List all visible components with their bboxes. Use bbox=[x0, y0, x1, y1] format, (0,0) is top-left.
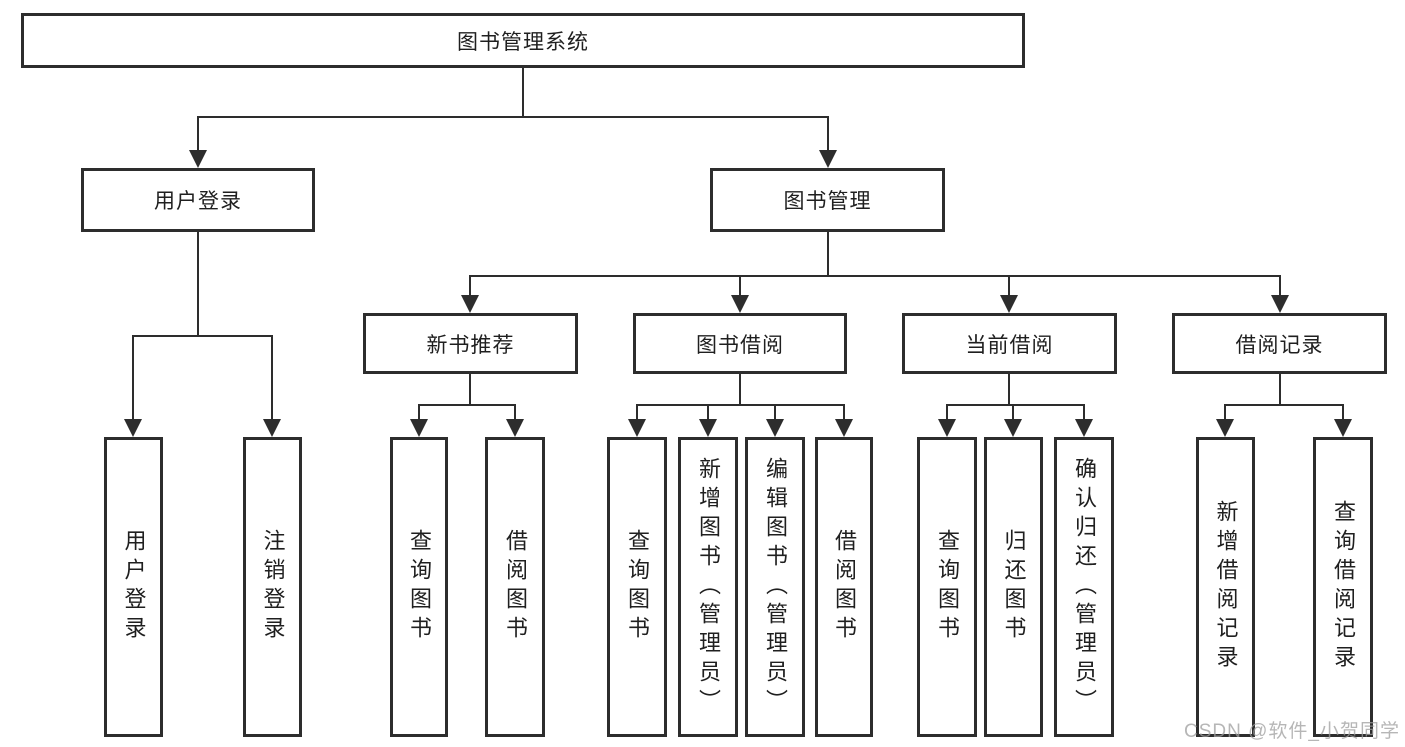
arrowhead-leaf-query-record bbox=[1334, 419, 1352, 437]
connector-to-current-borrow bbox=[1008, 275, 1010, 297]
node-borrow-records: 借阅记录 bbox=[1172, 313, 1387, 374]
arrowhead-borrow-records bbox=[1271, 295, 1289, 313]
arrowhead-leaf-edit-book bbox=[766, 419, 784, 437]
arrowhead-leaf-confirm-return bbox=[1075, 419, 1093, 437]
leaf-edit-book-admin: 编辑图书（管理员） bbox=[745, 437, 805, 737]
connector-to-user-login bbox=[197, 116, 199, 152]
node-book-borrow-label: 图书借阅 bbox=[696, 333, 784, 357]
node-new-book-recommend-label: 新书推荐 bbox=[426, 333, 515, 357]
leaf-query-books-borrow: 查询图书 bbox=[607, 437, 667, 737]
node-user-login-label: 用户登录 bbox=[154, 190, 242, 213]
leaf-query-borrow-record-label: 查询借阅记录 bbox=[1331, 500, 1356, 674]
connector-newbook-rail bbox=[418, 404, 516, 406]
arrowhead-leaf-logout bbox=[263, 419, 281, 437]
node-borrow-records-label: 借阅记录 bbox=[1235, 333, 1324, 357]
arrowhead-book-borrow bbox=[731, 295, 749, 313]
connector-user-login-stub bbox=[197, 232, 199, 337]
arrowhead-book-management bbox=[819, 150, 837, 168]
leaf-query-borrow-record: 查询借阅记录 bbox=[1313, 437, 1373, 737]
leaf-return-books-label: 归还图书 bbox=[1001, 529, 1027, 645]
connector-to-leaf-add-book bbox=[707, 404, 709, 421]
leaf-borrow-books-borrow-label: 借阅图书 bbox=[832, 529, 857, 645]
leaf-edit-book-admin-label: 编辑图书（管理员） bbox=[763, 456, 788, 718]
node-current-borrow: 当前借阅 bbox=[902, 313, 1117, 374]
arrowhead-leaf-query-newbook bbox=[410, 419, 428, 437]
node-new-book-recommend: 新书推荐 bbox=[363, 313, 578, 374]
leaf-borrow-books-newbook-label: 借阅图书 bbox=[503, 529, 528, 645]
leaf-query-books-newbook: 查询图书 bbox=[390, 437, 448, 737]
leaf-add-book-admin-label: 新增图书（管理员） bbox=[696, 456, 721, 718]
connector-to-leaf-user-login bbox=[132, 335, 134, 421]
connector-level3-rail bbox=[469, 275, 1281, 277]
connector-to-book-borrow bbox=[739, 275, 741, 297]
connector-user-rail bbox=[132, 335, 273, 337]
connector-book-borrow-stub bbox=[739, 374, 741, 406]
arrowhead-current-borrow bbox=[1000, 295, 1018, 313]
watermark: CSDN @软件_小贺同学 bbox=[1184, 721, 1400, 742]
connector-to-leaf-query-newbook bbox=[418, 404, 420, 421]
connector-book-management-stub bbox=[827, 232, 829, 277]
node-book-borrow: 图书借阅 bbox=[633, 313, 847, 374]
connector-to-new-book-recommend bbox=[469, 275, 471, 297]
connector-to-leaf-query-record bbox=[1342, 404, 1344, 421]
node-user-login: 用户登录 bbox=[81, 168, 315, 232]
arrowhead-leaf-borrow-book bbox=[835, 419, 853, 437]
arrowhead-leaf-user-login bbox=[124, 419, 142, 437]
node-root-label: 图书管理系统 bbox=[457, 30, 589, 54]
leaf-query-books-borrow-label: 查询图书 bbox=[625, 529, 650, 645]
leaf-confirm-return-admin: 确认归还（管理员） bbox=[1054, 437, 1114, 737]
connector-to-leaf-query-current bbox=[946, 404, 948, 421]
leaf-user-login: 用户登录 bbox=[104, 437, 163, 737]
leaf-add-borrow-record-label: 新增借阅记录 bbox=[1213, 500, 1239, 674]
connector-to-leaf-add-record bbox=[1224, 404, 1226, 421]
leaf-confirm-return-admin-label: 确认归还（管理员） bbox=[1072, 456, 1097, 718]
connector-to-leaf-query-borrow bbox=[636, 404, 638, 421]
leaf-query-books-current: 查询图书 bbox=[917, 437, 977, 737]
leaf-borrow-books-newbook: 借阅图书 bbox=[485, 437, 545, 737]
node-root: 图书管理系统 bbox=[21, 13, 1025, 68]
arrowhead-user-login bbox=[189, 150, 207, 168]
leaf-add-book-admin: 新增图书（管理员） bbox=[678, 437, 738, 737]
node-current-borrow-label: 当前借阅 bbox=[965, 333, 1054, 357]
leaf-user-login-label: 用户登录 bbox=[121, 529, 147, 645]
connector-current-borrow-stub bbox=[1008, 374, 1010, 406]
leaf-query-books-newbook-label: 查询图书 bbox=[407, 529, 432, 645]
connector-to-leaf-borrow-newbook bbox=[514, 404, 516, 421]
connector-current-rail bbox=[946, 404, 1085, 406]
leaf-query-books-current-label: 查询图书 bbox=[935, 529, 960, 645]
connector-new-book-stub bbox=[469, 374, 471, 406]
connector-root-stub bbox=[522, 68, 524, 118]
arrowhead-leaf-borrow-newbook bbox=[506, 419, 524, 437]
arrowhead-leaf-add-book bbox=[699, 419, 717, 437]
leaf-logout-label: 注销登录 bbox=[260, 529, 286, 645]
connector-to-leaf-confirm-return bbox=[1083, 404, 1085, 421]
node-book-management-label: 图书管理 bbox=[783, 190, 872, 213]
leaf-return-books: 归还图书 bbox=[984, 437, 1043, 737]
connector-to-leaf-return-books bbox=[1012, 404, 1014, 421]
arrowhead-leaf-query-borrow bbox=[628, 419, 646, 437]
leaf-logout: 注销登录 bbox=[243, 437, 302, 737]
connector-to-borrow-records bbox=[1279, 275, 1281, 297]
node-book-management: 图书管理 bbox=[710, 168, 945, 232]
arrowhead-leaf-return-books bbox=[1004, 419, 1022, 437]
arrowhead-new-book-recommend bbox=[461, 295, 479, 313]
connector-level2-rail bbox=[197, 116, 829, 118]
connector-borrow-records-stub bbox=[1279, 374, 1281, 406]
arrowhead-leaf-add-record bbox=[1216, 419, 1234, 437]
connector-to-leaf-logout bbox=[271, 335, 273, 421]
leaf-add-borrow-record: 新增借阅记录 bbox=[1196, 437, 1255, 737]
leaf-borrow-books-borrow: 借阅图书 bbox=[815, 437, 873, 737]
connector-records-rail bbox=[1224, 404, 1344, 406]
connector-to-book-management bbox=[827, 116, 829, 152]
connector-borrow-rail bbox=[636, 404, 845, 406]
connector-to-leaf-borrow-book bbox=[843, 404, 845, 421]
connector-to-leaf-edit-book bbox=[774, 404, 776, 421]
arrowhead-leaf-query-current bbox=[938, 419, 956, 437]
